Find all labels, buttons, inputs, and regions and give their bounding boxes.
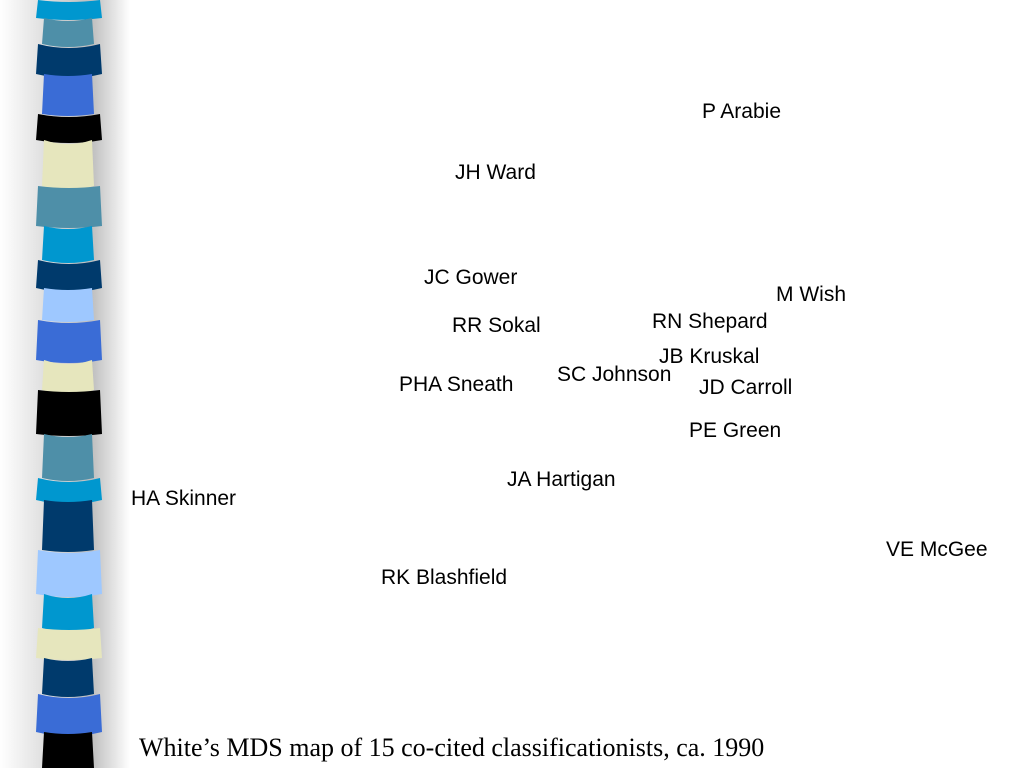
author-label: PE Green	[689, 419, 782, 442]
author-label: SC Johnson	[557, 363, 672, 386]
band-segment	[36, 114, 102, 143]
band-segment	[36, 320, 102, 363]
band-segment	[36, 694, 102, 736]
author-label: M Wish	[776, 283, 846, 306]
author-label: PHA Sneath	[399, 373, 514, 396]
band-segment	[42, 658, 94, 697]
author-label: RN Shepard	[652, 310, 768, 333]
band-segment	[36, 260, 102, 292]
band-segment	[42, 500, 94, 552]
band-segment	[36, 550, 102, 597]
band-segment	[42, 18, 94, 47]
band-segment	[36, 628, 102, 660]
band-segment	[42, 74, 94, 116]
band-segment	[36, 390, 102, 436]
author-label: RK Blashfield	[381, 566, 508, 589]
band-segment	[36, 186, 102, 228]
decorative-side-band	[0, 0, 130, 768]
band-segment	[42, 360, 94, 394]
band-segment	[36, 478, 102, 504]
band-segment	[42, 434, 94, 481]
author-label: JB Kruskal	[659, 345, 760, 368]
author-label: JD Carroll	[699, 376, 793, 399]
author-label: JA Hartigan	[507, 468, 616, 491]
band-segment	[36, 44, 102, 78]
author-label: VE McGee	[886, 538, 988, 561]
author-label: RR Sokal	[452, 314, 541, 337]
band-segment	[42, 288, 94, 322]
band-segment	[42, 594, 94, 632]
band-segment	[36, 0, 102, 20]
author-label: HA Skinner	[131, 487, 237, 510]
figure-caption: White’s MDS map of 15 co-cited classific…	[139, 733, 765, 762]
band-segment	[42, 226, 94, 263]
author-label: P Arabie	[702, 100, 782, 123]
band-segment	[42, 732, 94, 768]
author-label: JC Gower	[424, 266, 518, 289]
author-label: JH Ward	[455, 161, 536, 184]
band-segment	[42, 140, 94, 190]
